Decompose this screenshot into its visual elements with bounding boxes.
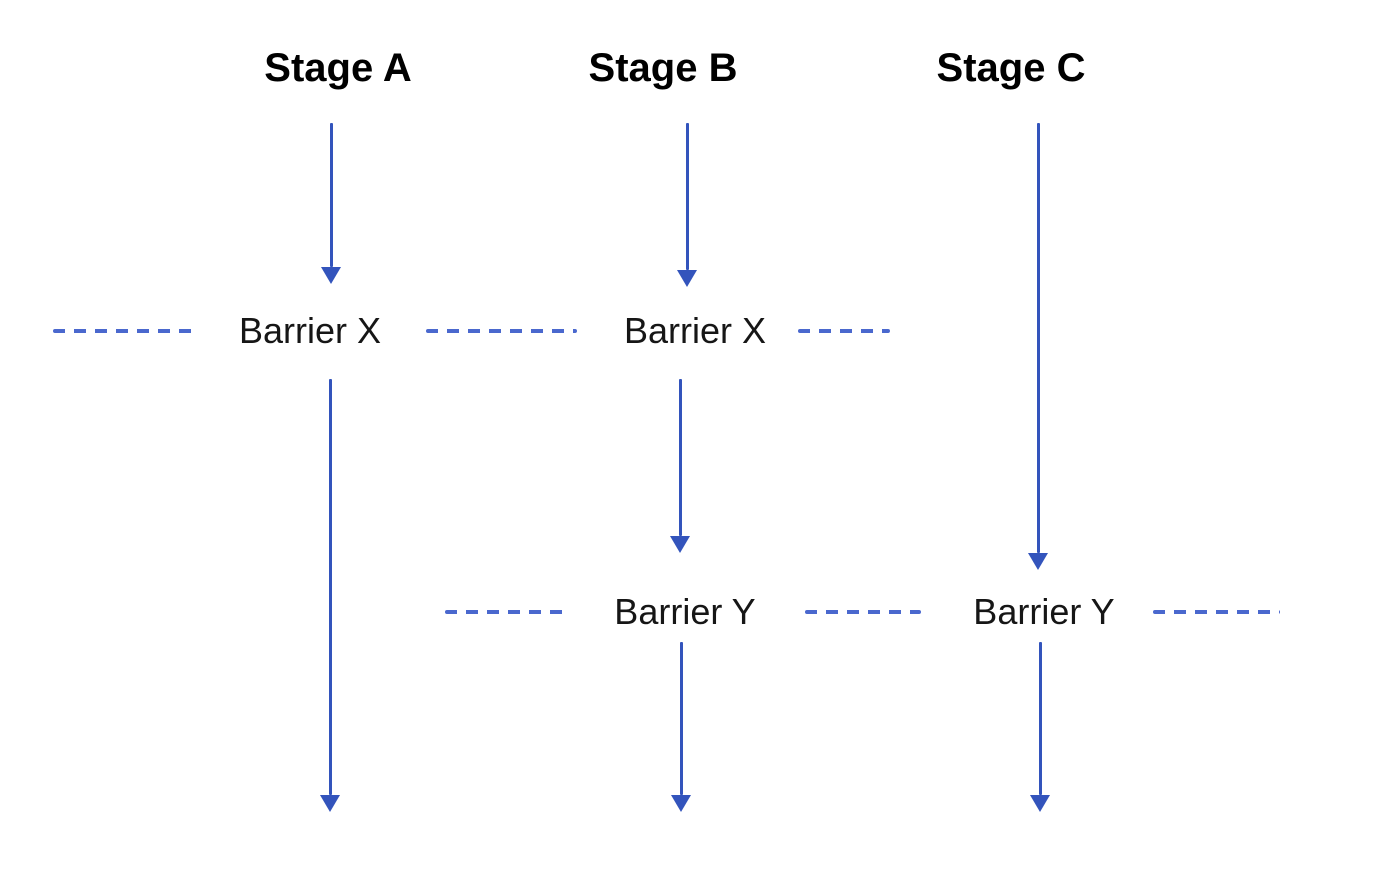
arrow-line xyxy=(328,379,332,795)
arrow-line xyxy=(1036,123,1040,553)
stage-c-label: Stage C xyxy=(936,46,1086,90)
barrier-y-dash-right xyxy=(1153,610,1280,614)
barrier-x-dash-left xyxy=(53,329,193,333)
barrier-y-dash-left xyxy=(445,610,568,614)
arrow-down-icon xyxy=(677,270,697,287)
arrow-line xyxy=(685,123,689,270)
barrier-x-label-2: Barrier X xyxy=(623,310,767,351)
arrow-down-icon xyxy=(670,536,690,553)
arrow-line xyxy=(1038,642,1042,795)
barrier-y-dash-middle xyxy=(805,610,921,614)
arrow-line xyxy=(679,642,683,795)
barrier-y-label-2: Barrier Y xyxy=(973,591,1115,632)
barrier-x-dash-right xyxy=(798,329,890,333)
arrow-down-icon xyxy=(671,795,691,812)
arrow-down-icon xyxy=(320,795,340,812)
stage-a-label: Stage A xyxy=(264,46,412,90)
barrier-x-label-1: Barrier X xyxy=(238,310,382,351)
arrow-down-icon xyxy=(1028,553,1048,570)
arrow-down-icon xyxy=(321,267,341,284)
barrier-x-dash-middle xyxy=(426,329,577,333)
arrow-down-icon xyxy=(1030,795,1050,812)
arrow-line xyxy=(678,379,682,536)
arrow-line xyxy=(329,123,333,267)
barrier-y-label-1: Barrier Y xyxy=(614,591,756,632)
stage-b-label: Stage B xyxy=(588,46,738,90)
